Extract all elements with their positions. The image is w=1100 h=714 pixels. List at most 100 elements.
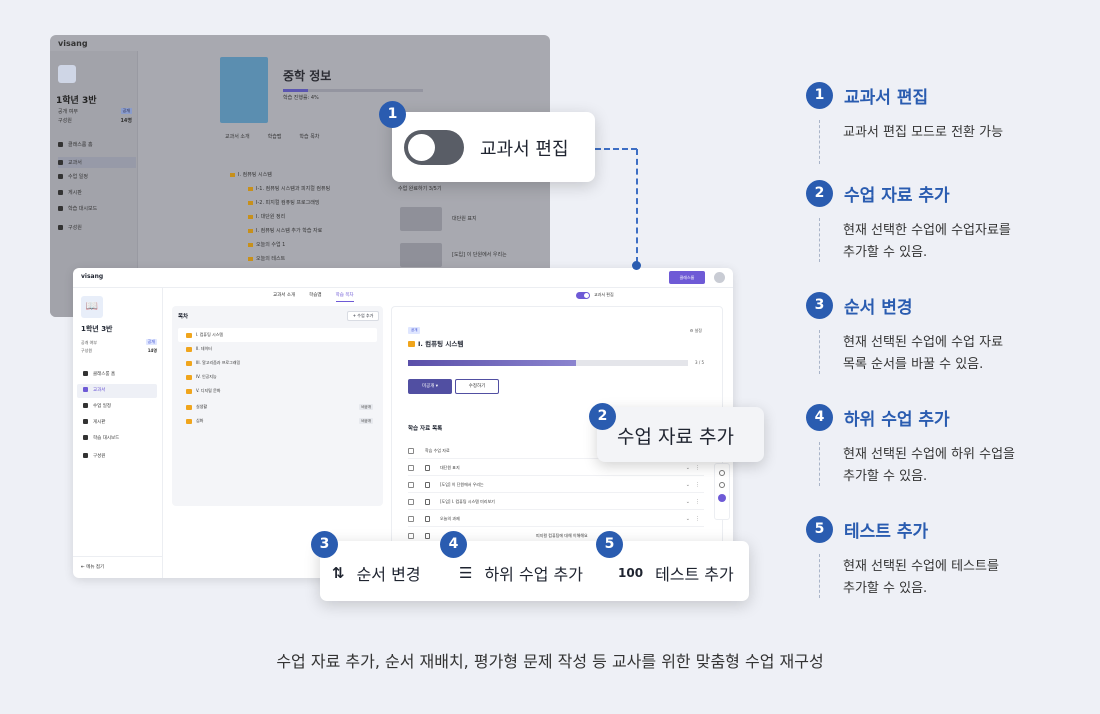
- back-nav-board[interactable]: 게시판: [58, 189, 82, 196]
- hundred-icon: 100: [618, 566, 644, 580]
- front-tabs: 교과서 소개 학습맵 학습 목차: [273, 292, 354, 302]
- document-icon: [425, 499, 430, 505]
- feature-title: 테스트 추가: [844, 522, 929, 542]
- chevron-down-icon[interactable]: ⌄: [685, 482, 690, 488]
- add-sublesson-button[interactable]: ☰하위 수업 추가: [459, 564, 583, 584]
- add-material-callout[interactable]: 수업 자료 추가: [597, 407, 764, 462]
- folder-icon: [186, 360, 192, 366]
- visibility-dropdown[interactable]: 미공개 ▾: [408, 379, 452, 394]
- back-tab-toc[interactable]: 학습 목차: [299, 134, 320, 140]
- step-badge: 4: [806, 404, 833, 431]
- book-icon: [58, 160, 63, 165]
- back-progress-text: 학습 진행률: 4%: [283, 95, 319, 101]
- back-nav-textbook[interactable]: 교과서: [58, 157, 136, 168]
- more-icon[interactable]: ⋮: [695, 465, 700, 471]
- back-toc-row[interactable]: I. 컴퓨팅 시스템 추가 학습 자료: [248, 227, 322, 237]
- toc-row[interactable]: II. 데이터: [178, 342, 377, 356]
- back-nav-dashboard[interactable]: 학습 대시보드: [58, 205, 97, 212]
- sidebar-item-board[interactable]: 게시판: [77, 416, 157, 430]
- back-completed-text: 수업 완료하기 3/5기: [398, 186, 442, 192]
- row-checkbox[interactable]: [408, 499, 414, 505]
- tab-map[interactable]: 학습맵: [309, 293, 322, 298]
- feature-divider: [819, 330, 820, 374]
- toc-row[interactable]: IV. 인공지능: [178, 370, 377, 384]
- back-toc-row[interactable]: 오늘의 수업 1: [248, 241, 285, 251]
- toc-panel: 목차 + 수업 추가 I. 컴퓨팅 시스템 II. 데이터 III. 알고리즘과…: [172, 306, 383, 506]
- feature-divider: [819, 218, 820, 262]
- edit-toggle[interactable]: [576, 292, 590, 299]
- settings-button[interactable]: ⚙ 설정: [689, 328, 702, 333]
- folder-icon: [186, 388, 192, 394]
- tab-intro[interactable]: 교과서 소개: [273, 293, 296, 298]
- back-tab-intro[interactable]: 교과서 소개: [225, 134, 250, 140]
- back-side-item[interactable]: 대단원 표지: [452, 216, 477, 222]
- toc-row[interactable]: III. 알고리즘과 프로그래밍: [178, 356, 377, 370]
- sidebar-item-dashboard[interactable]: 학습 대시보드: [77, 432, 157, 446]
- reorder-button[interactable]: ⇅순서 변경: [332, 564, 421, 584]
- toggle-switch[interactable]: [404, 130, 464, 165]
- select-all-checkbox[interactable]: [408, 448, 414, 454]
- board-icon: [83, 419, 88, 424]
- table-row[interactable]: [도입] I. 컴퓨팅 시스템 미리보기⌄⋮: [408, 494, 704, 510]
- back-book-title: 중학 정보: [283, 69, 332, 83]
- table-row[interactable]: 오늘의 과제⌄⋮: [408, 511, 704, 527]
- calendar-icon: [83, 403, 88, 408]
- back-nav-home[interactable]: 클래스룸 홈: [58, 141, 93, 148]
- step-badge: 3: [806, 292, 833, 319]
- sort-icon: ⇅: [332, 564, 345, 582]
- front-logo: visang: [81, 273, 104, 280]
- collapse-menu-button[interactable]: ⇤ 메뉴 접기: [73, 556, 163, 578]
- sidebar-item-members[interactable]: 구성원: [77, 450, 157, 464]
- recycle-icon[interactable]: [719, 482, 725, 488]
- sidebar-item-schedule[interactable]: 수업 일정: [77, 400, 157, 414]
- back-side-item[interactable]: [도입] 이 단원에서 우리는: [452, 252, 507, 258]
- table-row[interactable]: 대단원 표지⌄⋮: [408, 460, 704, 476]
- feature-title: 수업 자료 추가: [844, 186, 950, 206]
- chevron-down-icon[interactable]: ⌄: [685, 516, 690, 522]
- table-row[interactable]: [도입] 이 단원에서 우리는⌄⋮: [408, 477, 704, 493]
- toc-row[interactable]: I. 컴퓨팅 시스템: [178, 328, 377, 342]
- add-lesson-button[interactable]: + 수업 추가: [347, 311, 379, 321]
- chevron-down-icon[interactable]: ⌄: [685, 465, 690, 471]
- edit-button[interactable]: 수정하기: [455, 379, 499, 394]
- sidebar-item-textbook[interactable]: 교과서: [77, 384, 157, 398]
- back-nav-members[interactable]: 구성원: [58, 224, 82, 231]
- row-checkbox[interactable]: [408, 516, 414, 522]
- toc-title: 목차: [178, 314, 189, 320]
- back-toc-row[interactable]: 오늘의 테스트: [248, 255, 285, 265]
- front-class-name: 1학년 3반: [81, 325, 113, 333]
- folder-icon: [248, 200, 253, 205]
- avatar[interactable]: [714, 272, 725, 283]
- back-tab-map[interactable]: 학습맵: [267, 134, 282, 140]
- toc-row[interactable]: V. 디지털 문화: [178, 384, 377, 398]
- back-toc-row[interactable]: I-1. 컴퓨팅 시스템과 피지컬 컴퓨팅: [248, 185, 330, 195]
- lesson-progress-bar: [408, 360, 688, 366]
- assistant-icon[interactable]: [718, 494, 726, 502]
- row-checkbox[interactable]: [408, 465, 414, 471]
- rotate-icon[interactable]: [719, 470, 725, 476]
- tab-toc[interactable]: 학습 목차: [335, 292, 354, 302]
- back-nav-schedule[interactable]: 수업 일정: [58, 173, 88, 180]
- chart-icon: [83, 435, 88, 440]
- classroom-button[interactable]: 클래스룸: [669, 271, 705, 284]
- more-icon[interactable]: ⋮: [695, 499, 700, 505]
- private-badge: 비공개: [359, 418, 373, 424]
- more-icon[interactable]: ⋮: [695, 482, 700, 488]
- chevron-down-icon[interactable]: ⌄: [685, 499, 690, 505]
- book-icon: [83, 387, 88, 392]
- row-checkbox[interactable]: [408, 482, 414, 488]
- more-icon[interactable]: ⋮: [695, 516, 700, 522]
- back-toc-row[interactable]: I. 컴퓨팅 시스템: [230, 171, 272, 181]
- back-toc-row[interactable]: I-2. 피지컬 컴퓨팅 프로그래밍: [248, 199, 319, 209]
- sidebar-item-home[interactable]: 클래스룸 홈: [77, 368, 157, 382]
- row-checkbox[interactable]: [408, 533, 414, 539]
- back-toc-row[interactable]: I. 대단원 정리: [248, 213, 285, 223]
